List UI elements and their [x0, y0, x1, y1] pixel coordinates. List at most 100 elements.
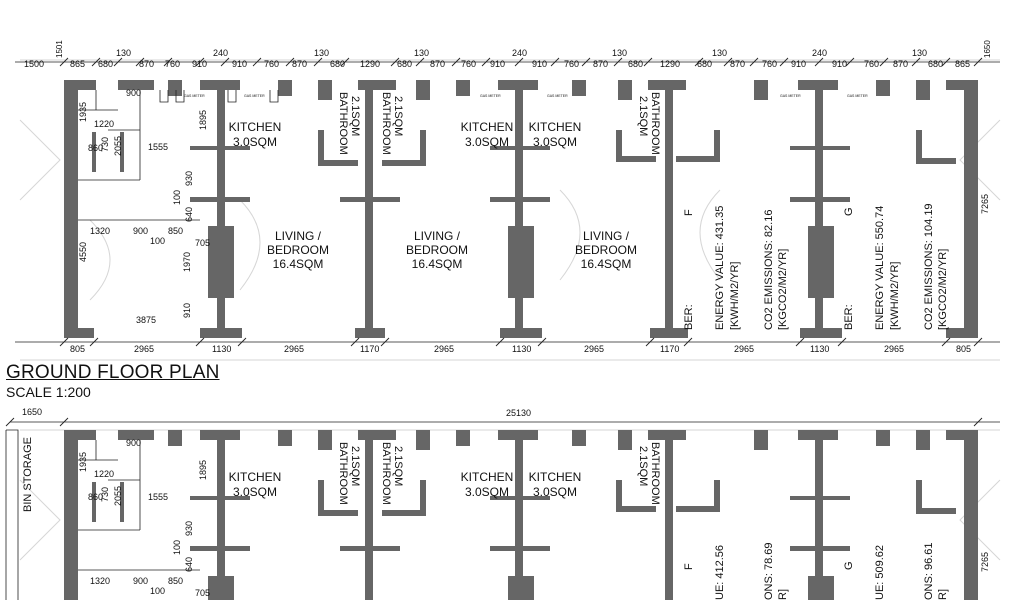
ber-grade: F [683, 209, 695, 216]
dim-label: 1935 [78, 452, 88, 472]
top-plan-thin-lines [78, 90, 279, 221]
dim-label: 850 [168, 226, 183, 236]
dim-label: 910 [192, 59, 207, 69]
dim-label: 730 [100, 487, 110, 502]
dim-label: 1650 [983, 40, 992, 58]
dim-label: 1501 [55, 40, 64, 58]
bin-storage-label: BIN STORAGE [22, 437, 34, 512]
room-bedroom: BEDROOM [267, 243, 329, 257]
dim-label: 865 [70, 59, 85, 69]
room-area: 3.0SQM [533, 135, 577, 149]
dim-label: 760 [264, 59, 279, 69]
co2-emissions: ONS: 78.69 [763, 543, 775, 600]
room-bathroom: BATHROOM [337, 442, 349, 505]
dim-label: 1555 [148, 492, 168, 502]
dim-label: 2965 [584, 344, 604, 354]
ber-grade: F [683, 563, 695, 570]
top-ber-unit-f: F BER: ENERGY VALUE: 431.35 [KWH/M2/YR] … [683, 206, 789, 330]
dim-label: 1895 [198, 460, 208, 480]
bin-storage-outline [5, 429, 19, 600]
dim-label: 805 [70, 344, 85, 354]
dim-label: 870 [430, 59, 445, 69]
dim-label: 3875 [136, 315, 156, 325]
room-bathroom: BATHROOM [380, 92, 392, 155]
dim-label: 100 [150, 586, 165, 596]
room-area: 2.1SQM [392, 446, 404, 486]
dim-label: 2965 [134, 344, 154, 354]
room-area: 3.0SQM [465, 135, 509, 149]
room-area: 2.1SQM [349, 446, 361, 486]
dim-label: 680 [98, 59, 113, 69]
energy-value: ENERGY VALUE: 550.74 [874, 206, 886, 330]
dim-label: 760 [461, 59, 476, 69]
dim-label: 4550 [78, 242, 88, 262]
gas-meter-label: GAS METER [847, 94, 868, 98]
dim-label: 1220 [94, 469, 114, 479]
room-area: 3.0SQM [533, 485, 577, 499]
co2-emissions: ONS: 96.61 [923, 543, 935, 600]
dim-label: 730 [100, 137, 110, 152]
energy-unit: [KWH/M2/YR] [729, 262, 741, 330]
dim-label: 680 [928, 59, 943, 69]
gas-meter-label: GAS METER [184, 94, 205, 98]
bottom-bathroom-labels: BATHROOM 2.1SQM BATHROOM 2.1SQM BATHROOM… [337, 442, 661, 505]
energy-value: ENERGY VALUE: 431.35 [714, 206, 726, 330]
dim-label: 1650 [22, 407, 42, 417]
energy-value: UE: 412.56 [714, 545, 726, 600]
gas-meter-label: GAS METER [244, 94, 265, 98]
dim-label: 900 [133, 576, 148, 586]
dim-label: 930 [184, 171, 194, 186]
dim-label: 7265 [980, 552, 990, 572]
dim-label: 870 [730, 59, 745, 69]
room-area: 3.0SQM [233, 135, 277, 149]
dim-label: 870 [139, 59, 154, 69]
dim-label: 640 [184, 557, 194, 572]
dim-label: 640 [184, 207, 194, 222]
dim-label: 860 [88, 492, 103, 502]
dim-label: 2965 [884, 344, 904, 354]
dim-label: 2055 [113, 136, 123, 156]
dim-label: 100 [172, 540, 182, 555]
dim-label: 760 [564, 59, 579, 69]
room-kitchen: KITCHEN [461, 470, 514, 484]
dim-label: 1290 [360, 59, 380, 69]
dim-label: 1130 [512, 344, 531, 354]
room-area: 16.4SQM [273, 257, 324, 271]
top-dimension-labels: 1500 1501 865 680 130 870 760 910 240 91… [24, 40, 992, 69]
gas-meter-label: GAS METER [547, 94, 568, 98]
drawing-scale: SCALE 1:200 [6, 384, 91, 400]
top-plan: 1500 1501 865 680 130 870 760 910 240 91… [15, 40, 1000, 354]
bottom-plan-walls [64, 430, 978, 600]
dim-label: 760 [864, 59, 879, 69]
bottom-ber-unit-g: G UE: 509.62 ONS: 96.61 R] [843, 543, 949, 600]
dim-label: 870 [292, 59, 307, 69]
dim-label: 850 [168, 576, 183, 586]
bottom-room-labels: KITCHEN 3.0SQM KITCHEN 3.0SQM KITCHEN 3.… [229, 470, 582, 499]
room-bathroom: BATHROOM [649, 442, 661, 505]
dim-label: 240 [512, 48, 527, 58]
dim-label: 900 [126, 438, 141, 448]
dim-label: 680 [397, 59, 412, 69]
co2-unit: [KGCO2/M2/YR] [777, 249, 789, 330]
dim-label: 130 [314, 48, 329, 58]
room-area: 16.4SQM [581, 257, 632, 271]
room-bedroom: BEDROOM [575, 243, 637, 257]
dim-label: 7265 [980, 194, 990, 214]
dim-label: 910 [791, 59, 806, 69]
dim-label: 1935 [78, 102, 88, 122]
ber-label: BER: [683, 304, 695, 330]
dim-label: 705 [195, 588, 210, 598]
dim-label: 2055 [113, 486, 123, 506]
top-fixture-labels: GAS METER GAS METER GAS METER GAS METER … [184, 94, 868, 98]
dim-label: 130 [912, 48, 927, 58]
svg-text:BIN STORAGE: BIN STORAGE [22, 437, 34, 512]
dim-label: 1895 [198, 110, 208, 130]
room-kitchen: KITCHEN [529, 120, 582, 134]
dim-label: 1170 [660, 344, 679, 354]
bottom-ber-unit-f: F UE: 412.56 ONS: 78.69 R] [683, 543, 789, 600]
co2-unit-fragment: R] [777, 589, 789, 600]
dim-label: 2965 [284, 344, 304, 354]
dim-label: 910 [490, 59, 505, 69]
dim-label: 2965 [734, 344, 754, 354]
